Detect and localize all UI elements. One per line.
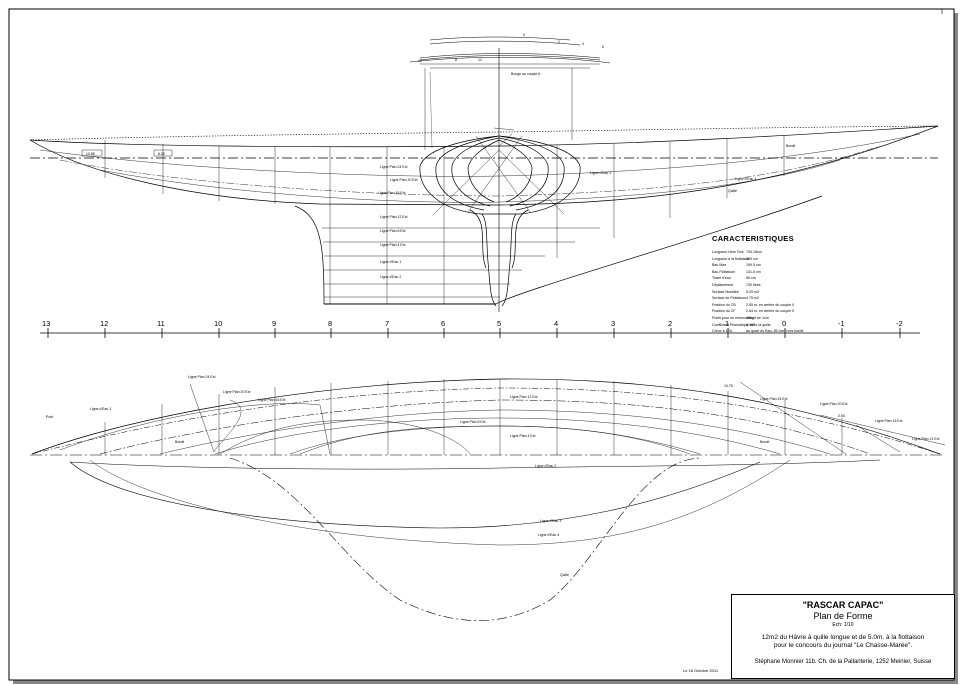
description-line: pour le concours du journal "Le Chasse-M…	[773, 642, 913, 649]
svg-text:Ligne Plan 16 Ext: Ligne Plan 16 Ext	[875, 419, 902, 423]
svg-text:Quille: Quille	[728, 189, 737, 193]
svg-text:Ligne d'Eau 3: Ligne d'Eau 3	[540, 519, 561, 523]
hull-profile	[29, 125, 939, 206]
plan-description: 12m2 du Hâvre à quille longue et de 5.0m…	[732, 634, 954, 650]
svg-text:10.85: 10.85	[86, 152, 95, 156]
svg-text:Ligne Plan 12 Ext: Ligne Plan 12 Ext	[380, 215, 407, 219]
station-label: 10	[214, 319, 222, 328]
station-scale	[40, 328, 920, 338]
svg-text:Ligne Plan 12 Ext: Ligne Plan 12 Ext	[510, 395, 537, 399]
station-label: 13	[42, 319, 50, 328]
svg-text:Quille: Quille	[560, 573, 569, 577]
keel-profile	[294, 195, 823, 305]
svg-text:Ligne Plan 24 Ext: Ligne Plan 24 Ext	[188, 375, 215, 379]
svg-text:Ligne Plan 20 Ext: Ligne Plan 20 Ext	[820, 402, 847, 406]
svg-text:2: 2	[558, 40, 560, 44]
station-label: 8	[328, 319, 332, 328]
svg-text:4: 4	[582, 42, 584, 46]
svg-text:Ligne Plan 8 Ext: Ligne Plan 8 Ext	[380, 229, 406, 233]
characteristics-title: CARACTERISTIQUES	[712, 234, 794, 243]
svg-text:6.26: 6.26	[158, 152, 165, 156]
station-label: 6	[441, 319, 445, 328]
author-address: Stéphane Monnier 11b. Ch. de la Pallante…	[754, 659, 932, 665]
svg-text:Ligne Plan 4 Ext: Ligne Plan 4 Ext	[510, 434, 536, 438]
svg-text:Ligne d'Eau 2: Ligne d'Eau 2	[380, 275, 401, 279]
body-plan-sections	[409, 36, 611, 307]
description-line: 12m2 du Hâvre à quille longue et de 5.0m…	[761, 634, 925, 641]
station-label: 12	[100, 319, 108, 328]
svg-text:6: 6	[602, 45, 604, 49]
deck-dotted-line	[29, 125, 939, 141]
svg-text:12: 12	[478, 58, 482, 62]
station-label: 1	[725, 319, 729, 328]
svg-text:Bordé: Bordé	[786, 144, 795, 148]
drawing-border	[8, 8, 955, 681]
svg-text:Ligne Plan 20 Ext: Ligne Plan 20 Ext	[390, 178, 417, 182]
station-label: 0	[782, 319, 786, 328]
station-label: -1	[838, 319, 845, 328]
svg-text:Ligne d'Eau 2: Ligne d'Eau 2	[535, 464, 556, 468]
station-label: 2	[668, 319, 672, 328]
station-label: 5	[497, 319, 501, 328]
svg-text:Ligne d'Eau 4: Ligne d'Eau 4	[538, 533, 559, 537]
drawing-date: Le 18 Octobre 2011	[683, 668, 719, 673]
plan-name: Plan de Forme	[813, 611, 873, 621]
svg-text:Ligne d'Eau 3: Ligne d'Eau 3	[590, 171, 611, 175]
station-label: 3	[611, 319, 615, 328]
svg-text:10.75: 10.75	[724, 384, 733, 388]
svg-text:2.50: 2.50	[838, 414, 845, 418]
station-scale-labels: 13 12 11 10 9 8 7 6 5 4 3 2 1 0 -1 -2	[42, 319, 903, 328]
station-label: 4	[554, 319, 558, 328]
svg-text:Pont: Pont	[46, 415, 53, 419]
svg-text:Ligne d'Eau 1: Ligne d'Eau 1	[380, 260, 401, 264]
svg-text:8: 8	[455, 58, 457, 62]
svg-text:Ligne d'Eau 1: Ligne d'Eau 1	[90, 407, 111, 411]
svg-text:Bordé: Bordé	[760, 440, 769, 444]
station-label: 7	[385, 319, 389, 328]
station-label: -2	[896, 319, 903, 328]
svg-text:Ligne Plan 4 Ext: Ligne Plan 4 Ext	[380, 243, 406, 247]
svg-text:Ligne Plan 12 Ext: Ligne Plan 12 Ext	[912, 437, 939, 441]
profile-annotations: Bouge au couple 6 10.85 6.26 10 8 12 0 2…	[81, 33, 795, 279]
plan-annotations: Ligne Plan 24 Ext Ligne Plan 20 Ext Lign…	[46, 375, 939, 577]
plan-view	[30, 378, 946, 621]
svg-text:10: 10	[418, 59, 422, 63]
svg-text:Ligne Plan 16 Ext: Ligne Plan 16 Ext	[378, 191, 405, 195]
svg-text:Ligne Plan 24 Ext: Ligne Plan 24 Ext	[380, 165, 407, 169]
svg-text:Ligne Plan 8 Ext: Ligne Plan 8 Ext	[460, 420, 486, 424]
svg-text:Ligne d'Eau 4: Ligne d'Eau 4	[735, 177, 756, 181]
station-label: 9	[272, 319, 276, 328]
svg-text:0: 0	[523, 33, 525, 37]
svg-text:Bordé: Bordé	[175, 440, 184, 444]
svg-text:Ligne Plan 20 Ext: Ligne Plan 20 Ext	[223, 390, 250, 394]
station-label: 11	[157, 319, 165, 328]
svg-text:Ligne Plan 16 Ext: Ligne Plan 16 Ext	[258, 398, 285, 402]
svg-text:Ligne Plan 24 Ext: Ligne Plan 24 Ext	[760, 397, 787, 401]
plan-scale: Ech: 1/10	[832, 622, 854, 628]
svg-text:Bouge au couple 6: Bouge au couple 6	[511, 72, 540, 76]
title-block: "RASCAR CAPAC" Plan de Forme Ech: 1/10 1…	[731, 594, 955, 679]
boat-name: "RASCAR CAPAC"	[802, 600, 884, 610]
profile-view	[29, 48, 939, 312]
sheer-line	[29, 125, 939, 148]
